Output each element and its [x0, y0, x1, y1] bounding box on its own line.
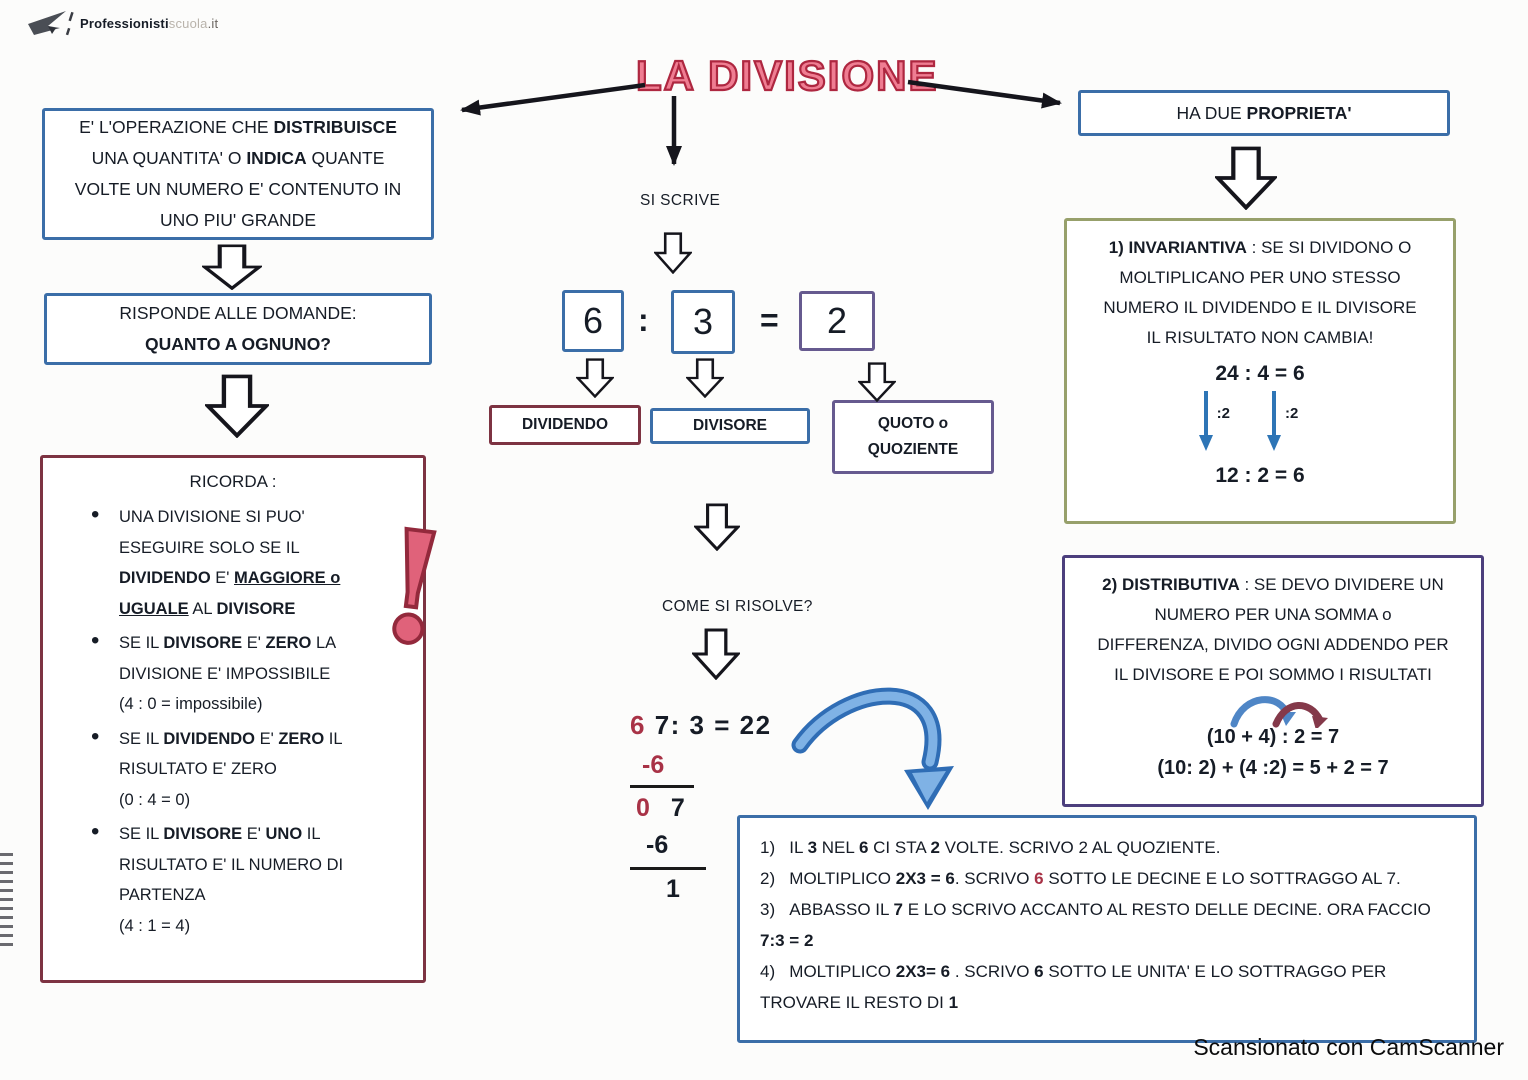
dividend-number-box: 6	[562, 290, 624, 352]
blue-down-arrow-icon	[1198, 391, 1213, 451]
down-arrow-icon	[692, 628, 740, 680]
paper-plane-icon	[28, 11, 74, 36]
division-rule	[630, 785, 694, 788]
ricorda-title: RICORDA :	[189, 472, 277, 491]
division-line-2: -6	[642, 751, 665, 779]
down-arrow-icon	[576, 358, 614, 398]
page-title: LA DIVISIONE	[635, 51, 939, 100]
solution-steps-text: 1) IL 3 NEL 6 CI STA 2 VOLTE. SCRIVO 2 A…	[760, 838, 1431, 1012]
down-arrow-icon	[654, 232, 692, 274]
divisor-number-box: 3	[671, 290, 735, 354]
site-logo-text: Professionistiscuola.it	[80, 15, 219, 31]
solution-steps-box: 1) IL 3 NEL 6 CI STA 2 VOLTE. SCRIVO 2 A…	[737, 815, 1477, 1043]
distributiva-formula-1: (10 + 4) : 2 = 7	[1206, 726, 1340, 748]
dividendo-label-box: DIVIDENDO	[489, 405, 641, 445]
arrow-title-to-definition	[460, 82, 646, 116]
ricorda-box: RICORDA : UNA DIVISIONE SI PUO'ESEGUIRE …	[40, 455, 426, 983]
risponde-box: RISPONDE ALLE DOMANDE:QUANTO A OGNUNO?	[44, 293, 432, 365]
risponde-text: RISPONDE ALLE DOMANDE:QUANTO A OGNUNO?	[119, 303, 357, 354]
ricorda-item: UNA DIVISIONE SI PUO'ESEGUIRE SOLO SE IL…	[87, 500, 367, 624]
division-sign: :	[638, 302, 649, 338]
proprieta-text: HA DUE PROPRIETA'	[1176, 102, 1352, 123]
distributiva-formula-2: (10: 2) + (4 :2) = 5 + 2 = 7	[1157, 757, 1389, 779]
camscanner-credit: Scansionato con CamScanner	[1193, 1034, 1504, 1060]
invariantiva-example-bottom: 12 : 2 = 6	[1215, 464, 1305, 487]
down-arrow-icon	[694, 503, 740, 551]
site-logo: Professionistiscuola.it	[26, 8, 218, 38]
si-scrive-label: SI SCRIVE	[640, 192, 721, 209]
division-remainder: 1	[666, 875, 680, 903]
down-arrow-icon	[1215, 146, 1277, 210]
equals-sign: =	[760, 302, 779, 338]
invariantiva-example-top: 24 : 4 = 6	[1215, 362, 1305, 385]
scan-artifact	[0, 853, 13, 949]
division-line-3: 0 7	[636, 794, 692, 822]
long-division-example: 6 7: 3 = 22 -6 0 7 -6 1	[630, 710, 850, 904]
invariantiva-factor: :2	[1216, 405, 1230, 422]
division-line-4: -6	[646, 831, 669, 859]
division-rule	[630, 867, 706, 870]
come-si-risolve-label: COME SI RISOLVE?	[662, 598, 813, 615]
division-line-1: 6 7: 3 = 22	[630, 710, 772, 740]
distribution-arcs-icon	[1230, 696, 1328, 728]
down-arrow-icon	[686, 358, 724, 398]
down-arrow-icon	[202, 244, 262, 290]
blue-down-arrow-icon	[1267, 391, 1281, 451]
proprieta-box: HA DUE PROPRIETA'	[1078, 90, 1450, 136]
down-arrow-icon	[858, 362, 896, 402]
ricorda-list: UNA DIVISIONE SI PUO'ESEGUIRE SOLO SE IL…	[43, 500, 423, 941]
quotient-number-box: 2	[799, 291, 875, 351]
invariantiva-arrows: :2 :2	[1055, 391, 1441, 455]
divisore-label-box: DIVISORE	[650, 408, 810, 444]
invariantiva-factor: :2	[1285, 405, 1299, 422]
down-arrow-icon	[205, 374, 269, 438]
